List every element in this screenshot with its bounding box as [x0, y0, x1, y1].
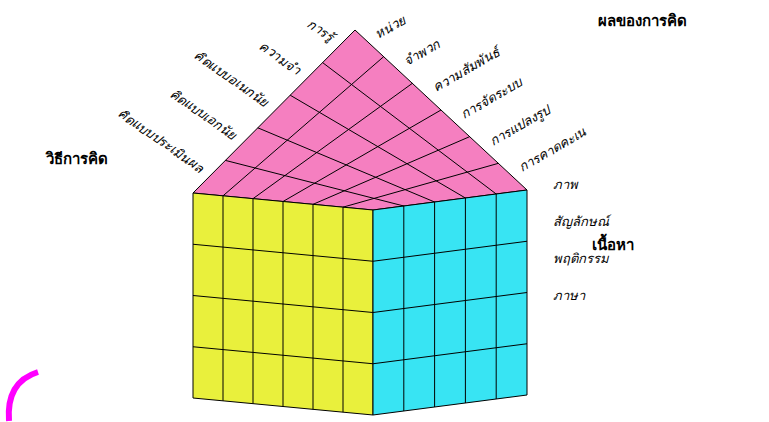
content-label: สัญลักษณ์	[553, 214, 609, 230]
grid-line	[193, 296, 373, 313]
axis-title: เนื้อหา	[592, 236, 634, 254]
grid-line	[223, 57, 384, 196]
grid-line	[283, 110, 441, 202]
top-face	[193, 30, 527, 210]
grid-line	[313, 137, 470, 205]
arc-mark	[9, 372, 38, 421]
operation-label: คิดแบบเอกนัย	[166, 86, 239, 144]
axis-title: ผลของการคิด	[598, 12, 687, 30]
grid-line	[373, 344, 527, 364]
product-label: จำพวก	[401, 36, 443, 69]
content-label: ภาษา	[553, 288, 585, 304]
product-label: การจัดระบบ	[458, 75, 525, 123]
front-face	[193, 193, 373, 415]
grid-line	[373, 293, 527, 313]
product-label: การแปลงรูป	[487, 102, 553, 149]
content-label: ภาพ	[553, 177, 578, 193]
side-face	[373, 190, 527, 415]
operation-label: คิดแบบอเนกนัย	[191, 48, 271, 111]
grid-line	[373, 241, 527, 261]
product-label: หน่วย	[372, 13, 409, 43]
operation-label: การรู้	[303, 16, 336, 46]
axis-title: วิธีการคิด	[46, 150, 108, 168]
grid-line	[193, 244, 373, 261]
product-label: การคาดคะเน	[516, 125, 589, 176]
grid-line	[343, 163, 498, 207]
grid-line	[193, 347, 373, 364]
operation-label: ความจำ	[256, 38, 304, 78]
